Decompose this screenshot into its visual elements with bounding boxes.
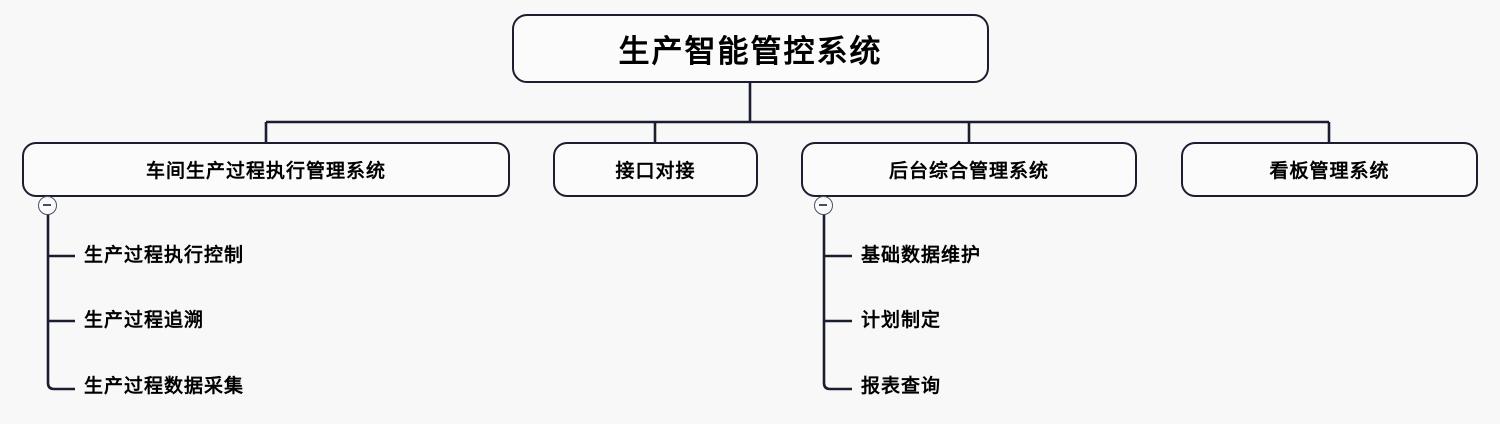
- right-branch-spine: [822, 205, 852, 391]
- node-backend-management[interactable]: 后台综合管理系统: [801, 142, 1137, 197]
- leaf-production-process-execution-control[interactable]: 生产过程执行控制: [84, 244, 245, 266]
- left-branch-spine: [46, 205, 75, 391]
- leaf-plan-formulation[interactable]: 计划制定: [861, 309, 942, 331]
- node-interface-docking[interactable]: 接口对接: [553, 142, 758, 197]
- leaf-basic-data-maintenance[interactable]: 基础数据维护: [861, 244, 982, 266]
- collapse-minus-circle-icon-workshop[interactable]: [38, 196, 57, 215]
- node-workshop-mes[interactable]: 车间生产过程执行管理系统: [22, 142, 510, 197]
- node-root[interactable]: 生产智能管控系统: [512, 14, 989, 83]
- node-kanban-management[interactable]: 看板管理系统: [1181, 142, 1478, 197]
- leaf-production-process-traceability[interactable]: 生产过程追溯: [84, 309, 205, 331]
- collapse-minus-circle-icon-backend[interactable]: [814, 196, 833, 215]
- leaf-report-query[interactable]: 报表查询: [861, 375, 942, 397]
- leaf-production-process-data-collection[interactable]: 生产过程数据采集: [84, 375, 245, 397]
